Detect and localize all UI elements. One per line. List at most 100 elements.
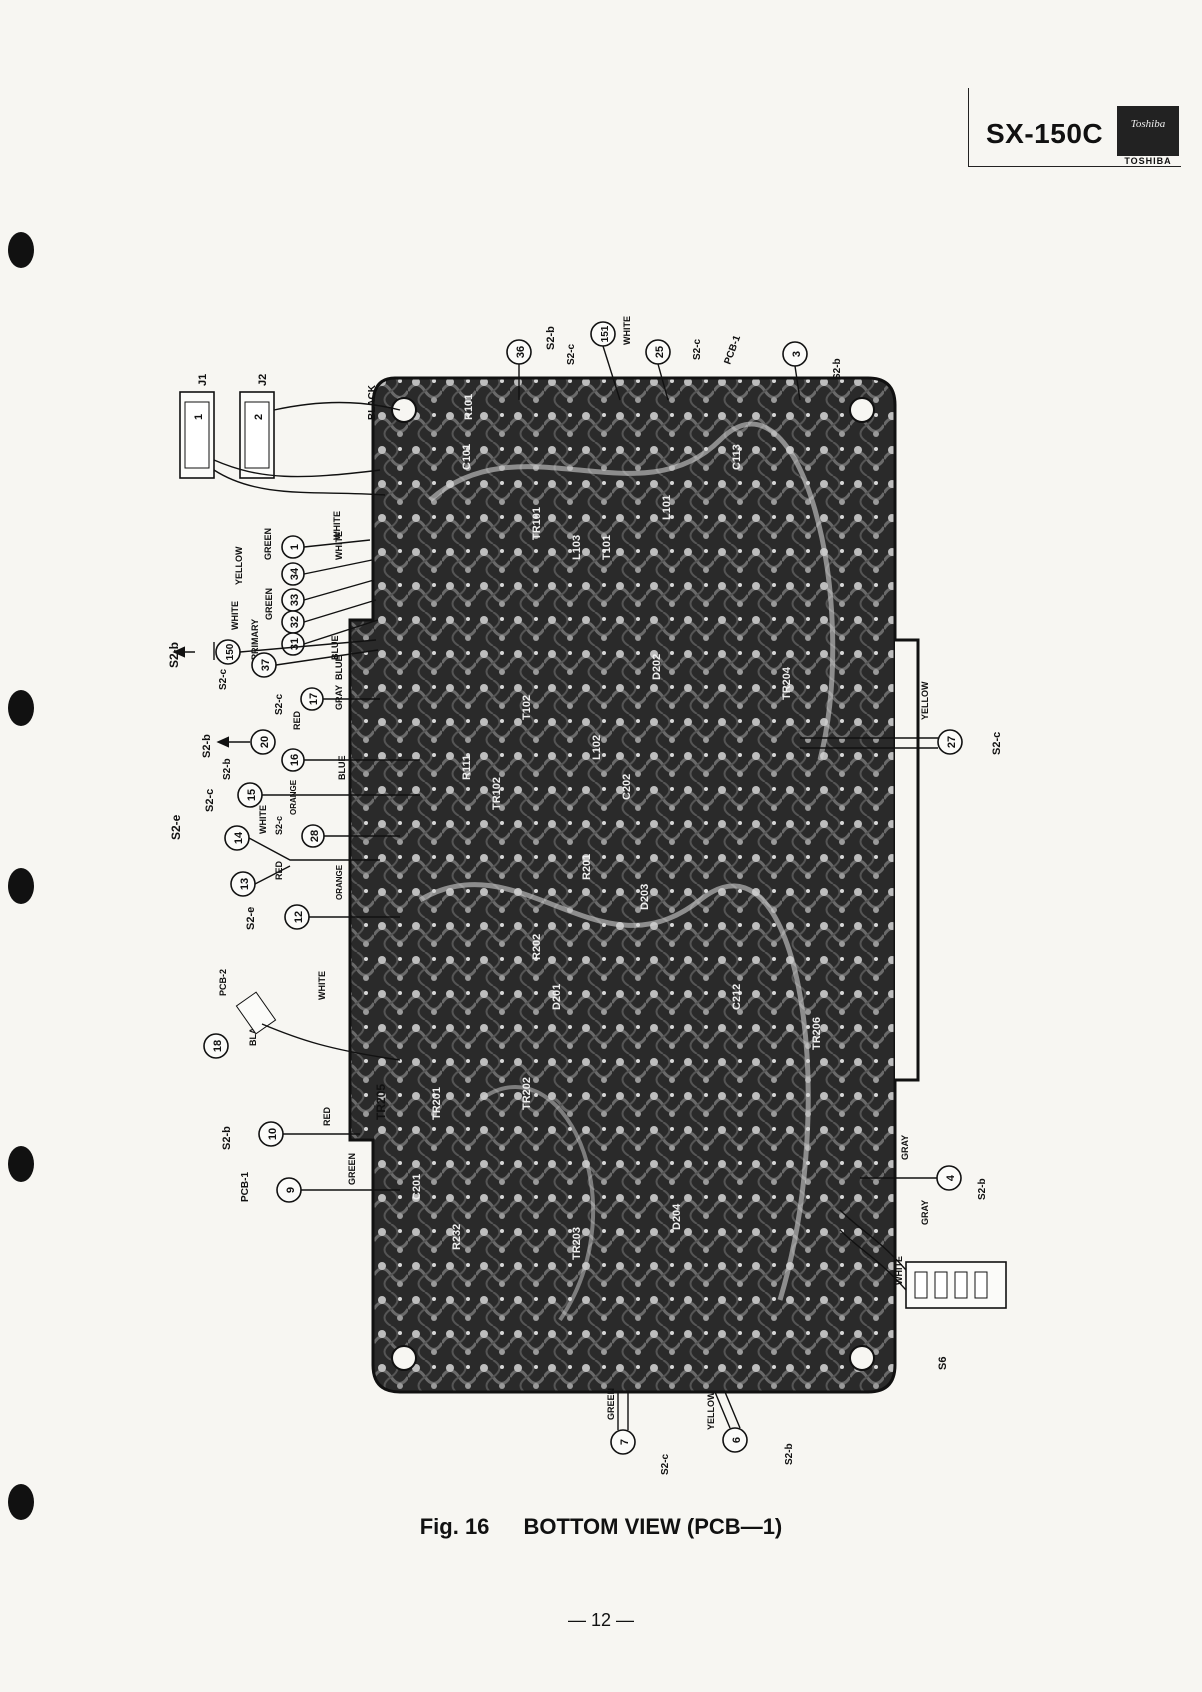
board-label: R202 — [531, 934, 543, 960]
pcb-reference: PCB-1 — [722, 334, 743, 366]
board-label: D202 — [651, 654, 663, 680]
wire-label: BLUE — [330, 636, 340, 661]
terminal-number: 6 — [731, 1437, 743, 1443]
wire-label: GREEN — [264, 588, 274, 620]
terminal-number: 37 — [260, 659, 272, 671]
terminal-destination: S2-e — [169, 814, 183, 840]
binder-hole — [8, 1484, 34, 1520]
board-label: R101 — [463, 394, 475, 420]
terminal-destination: PCB-2 — [218, 969, 228, 996]
terminal-number: 151 — [600, 325, 611, 342]
wire-label: YELLOW — [706, 1391, 716, 1430]
wire-label: YELLOW — [234, 546, 244, 585]
page-number: — 12 — — [567, 1610, 635, 1630]
terminal-destination: S2-e — [245, 907, 257, 930]
terminal-destination: S2-b — [977, 1178, 988, 1200]
wire-label: GREEN — [347, 1153, 357, 1185]
terminal-destination: S2-b — [784, 1443, 795, 1465]
terminal-destination: S2-c — [692, 338, 703, 360]
board-label: D201 — [551, 984, 563, 1010]
terminals-left: 1 WHITE 34 GREEN 33 YELLOW 32 GREEN 31 W… — [167, 528, 420, 1203]
terminal-destination: S2-c — [274, 693, 285, 715]
figure-number: Fig. 16 — [419, 1514, 490, 1539]
board-label: C202 — [621, 774, 633, 800]
model-number: SX-150C — [986, 118, 1104, 149]
binder-hole — [8, 868, 34, 904]
wire-label: RED — [274, 860, 284, 880]
wire-label: GRAY — [920, 1200, 930, 1225]
wire-label: BLUE — [337, 756, 347, 781]
board-label: C212 — [731, 984, 743, 1010]
toshiba-logo — [1117, 106, 1179, 162]
terminal-number: 27 — [946, 736, 958, 748]
terminal-destination: S2-b — [221, 1126, 233, 1150]
mount-hole — [849, 397, 875, 423]
terminal-number: 150 — [225, 643, 236, 660]
connector-j2-pin: 2 — [253, 414, 265, 420]
wire-label: WHITE — [230, 601, 240, 630]
terminals-right: 27 YELLOW S2-c 4 GRAY S2-b S6 WHITE GRAY — [800, 681, 1007, 1370]
wire-label: GRAY — [900, 1135, 910, 1160]
wire-label: GREEN — [606, 1388, 616, 1420]
wire-label: YELLOW — [920, 681, 930, 720]
terminal-number: 36 — [515, 346, 527, 358]
connector-j2-label: J2 — [257, 374, 269, 386]
terminal-number: 34 — [289, 567, 301, 580]
board-label: TR201 — [431, 1087, 443, 1120]
switch-label: S6 — [937, 1357, 949, 1370]
board-label: TR204 — [781, 666, 793, 700]
terminal-number: 12 — [293, 911, 305, 923]
terminal-number: 7 — [619, 1439, 631, 1445]
terminal-destination: S2-b — [545, 326, 557, 350]
board-label: T102 — [521, 695, 533, 720]
wire-label: BLACK — [367, 384, 378, 420]
wire-label: ORANGE — [289, 779, 298, 815]
wire-label: ORANGE — [335, 864, 344, 900]
terminal-number: 33 — [289, 594, 301, 606]
model-box — [968, 88, 1181, 167]
board-label: R232 — [451, 1224, 463, 1250]
terminal-number: 15 — [246, 789, 258, 801]
terminal-destination: S2-c — [218, 668, 229, 690]
board-label: TR102 — [491, 777, 503, 810]
wire-label: BLUE — [334, 656, 344, 681]
wire-label: RED — [322, 1106, 332, 1126]
logo-script: Toshiba — [1130, 118, 1166, 130]
terminal-number: 10 — [267, 1128, 279, 1140]
terminal-number: 4 — [945, 1174, 957, 1181]
terminal-number: 32 — [289, 616, 301, 628]
wire-label: WHITE — [334, 531, 344, 560]
terminal-number: 13 — [239, 878, 251, 890]
wire-label: PRIMARY — [250, 619, 260, 660]
board-label: C113 — [731, 444, 743, 470]
connector-block: J1 J2 1 2 BLACK — [179, 374, 401, 496]
terminal-number: 3 — [791, 351, 803, 357]
board-label: TR202 — [521, 1077, 533, 1110]
connector-j1-label: J1 — [197, 374, 209, 386]
logo-word: TOSHIBA — [1117, 156, 1179, 166]
board-label: L103 — [571, 535, 583, 560]
binder-hole — [8, 690, 34, 726]
terminal-number: 9 — [285, 1187, 297, 1193]
wire-label: GRAY — [334, 685, 344, 710]
terminal-number: 16 — [289, 754, 301, 766]
board-label: L101 — [661, 495, 673, 520]
terminal-number: 31 — [289, 638, 301, 650]
terminal-destination: S2-b — [201, 734, 213, 758]
wire-label: WHITE — [622, 316, 632, 345]
board-label: T101 — [601, 535, 613, 560]
board-label: C101 — [461, 444, 473, 470]
wire-label: WHITE — [317, 971, 327, 1000]
board-label: R201 — [581, 854, 593, 880]
connector-j1-pin: 1 — [193, 414, 205, 420]
terminal-number: 25 — [654, 346, 666, 358]
wire-label: RED — [292, 710, 302, 730]
figure-caption: Fig. 16 BOTTOM VIEW (PCB—1) — [0, 1514, 1202, 1540]
board-label: TR203 — [571, 1227, 583, 1260]
terminal-number: 1 — [289, 544, 301, 550]
terminal-destination: S2-c — [566, 343, 577, 365]
board-label: L102 — [591, 735, 603, 760]
binder-hole — [8, 232, 34, 268]
board-label: TR206 — [811, 1017, 823, 1050]
terminal-destination: S2-c — [274, 816, 284, 835]
